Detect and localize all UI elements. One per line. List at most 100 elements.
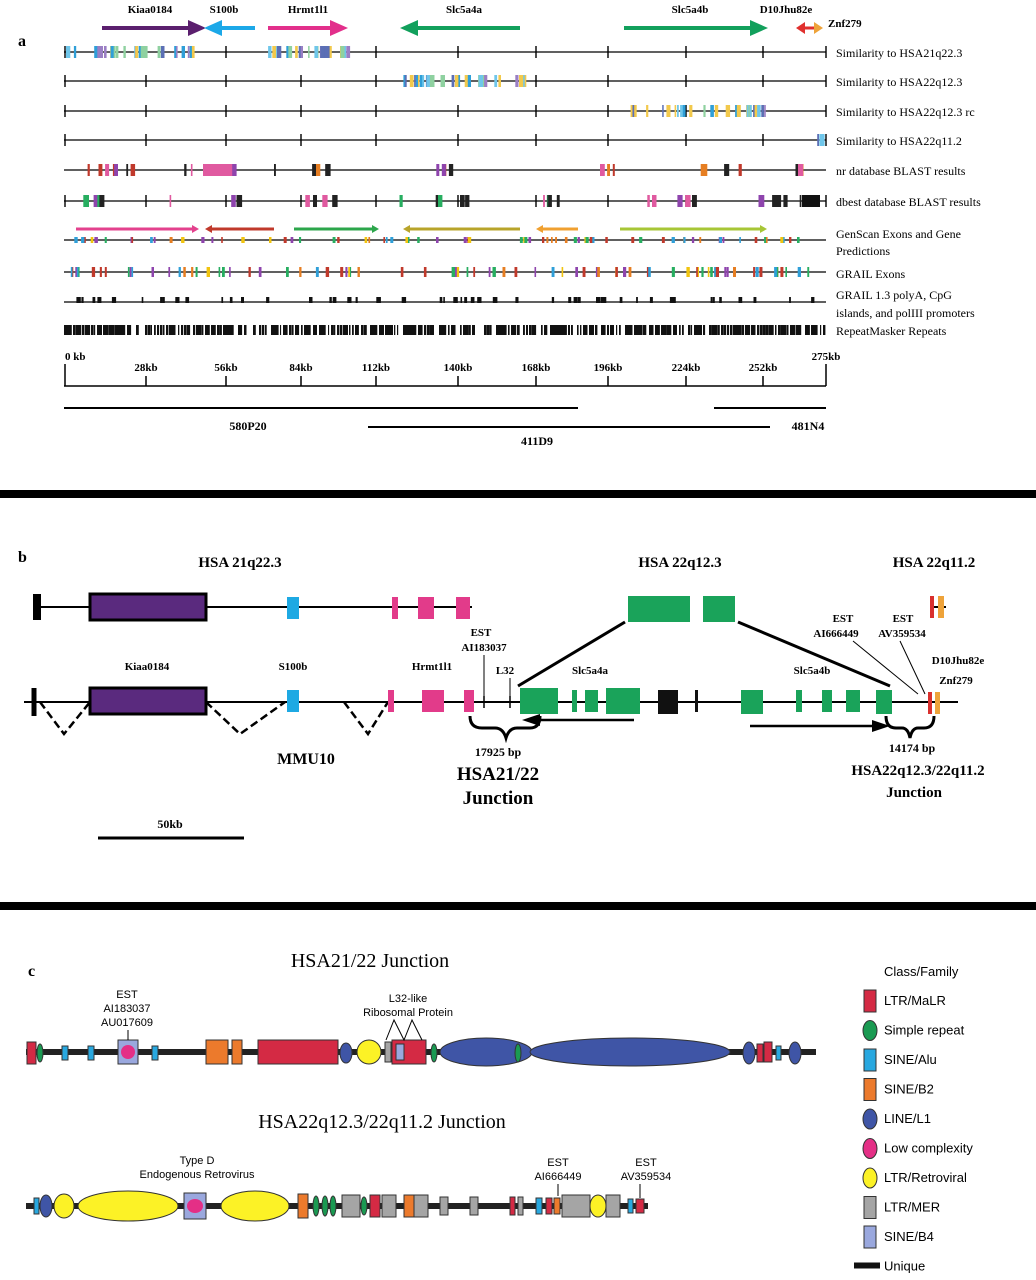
feature-mark xyxy=(464,75,468,87)
feature-mark xyxy=(600,297,605,303)
feature-mark xyxy=(316,164,321,176)
est-ai183037-label-1: EST xyxy=(471,627,492,639)
repeat-mark xyxy=(136,325,139,335)
junction1-brace xyxy=(468,715,542,744)
human-hrmt-exon-1 xyxy=(392,597,398,619)
repeat-mark xyxy=(298,325,300,335)
feature-mark xyxy=(471,297,475,303)
feature-mark xyxy=(126,164,129,176)
feature-mark xyxy=(241,237,245,243)
feature-mark xyxy=(347,297,352,303)
feature-mark xyxy=(436,164,440,176)
scale-label: 28kb xyxy=(134,362,157,374)
repeat-mark xyxy=(67,325,71,335)
feature-mark xyxy=(646,105,649,117)
track-label-repeatmasker: RepeatMasker Repeats xyxy=(836,324,947,338)
feature-mark xyxy=(368,237,371,243)
repeat-mark xyxy=(322,325,326,335)
feature-mark xyxy=(435,195,438,207)
j2-retroviral-2 xyxy=(77,1190,179,1222)
repeat-mark xyxy=(541,325,543,335)
feature-mark xyxy=(458,75,461,87)
feature-mark xyxy=(91,267,96,277)
gene-label-znf279: Znf279 xyxy=(828,18,862,30)
feature-mark xyxy=(305,195,310,207)
repeat-mark xyxy=(589,325,593,335)
feature-mark xyxy=(274,164,276,176)
panel-c: c HSA21/22 Junction HSA22q12.3/22q11.2 J… xyxy=(26,950,973,1274)
feature-mark xyxy=(150,237,153,243)
repeat-mark xyxy=(130,325,132,335)
feature-mark xyxy=(468,237,472,243)
repeat-mark xyxy=(220,325,222,335)
feature-mark xyxy=(710,297,713,303)
feature-mark xyxy=(585,237,589,243)
feature-mark xyxy=(515,297,519,303)
repeat-mark xyxy=(208,325,210,335)
feature-mark xyxy=(465,195,470,207)
feature-mark xyxy=(272,46,277,58)
region-hsa22q11: HSA 22q11.2 xyxy=(893,555,976,571)
repeat-mark xyxy=(265,325,267,335)
feature-mark xyxy=(652,195,657,207)
feature-mark xyxy=(636,297,638,303)
track-labels: Similarity to HSA21q22.3 Similarity to H… xyxy=(836,46,981,338)
feature-mark xyxy=(70,267,73,277)
region-hsa22q12: HSA 22q12.3 xyxy=(638,555,721,571)
junction1-title-2: Junction xyxy=(463,788,534,809)
j1-alu-4 xyxy=(775,1045,782,1061)
repeat-mark xyxy=(487,325,490,335)
feature-mark xyxy=(94,46,98,58)
repeat-mark xyxy=(514,325,517,335)
panel-b: b HSA 21q22.3 HSA 22q12.3 HSA 22q11.2 xyxy=(18,549,985,840)
mouse-znf279-exon xyxy=(935,692,940,714)
feature-mark xyxy=(451,267,455,277)
j2-simple-4 xyxy=(360,1196,368,1216)
repeat-mark xyxy=(652,325,654,335)
scale-label: 275kb xyxy=(812,351,841,363)
feature-mark xyxy=(448,164,454,176)
repeat-mark xyxy=(763,325,766,335)
repeat-mark xyxy=(604,325,606,335)
feature-mark xyxy=(524,237,528,243)
repeat-mark xyxy=(655,325,659,335)
est-av359534-pointer xyxy=(899,640,926,695)
repeat-mark xyxy=(454,325,456,335)
feature-mark xyxy=(774,267,777,277)
feature-mark xyxy=(612,164,615,176)
feature-mark xyxy=(168,267,171,277)
feature-mark xyxy=(443,297,445,303)
repeat-mark xyxy=(748,325,751,335)
feature-mark xyxy=(98,164,103,176)
repeat-mark xyxy=(460,325,462,335)
feature-mark xyxy=(92,297,96,303)
repeat-mark xyxy=(667,325,671,335)
repeat-mark xyxy=(649,325,653,335)
repeat-mark xyxy=(121,325,125,335)
j2-mer-5 xyxy=(469,1196,479,1216)
feature-mark xyxy=(274,46,279,58)
repeat-mark xyxy=(232,325,234,335)
j2-ltr-malr-1 xyxy=(369,1194,381,1218)
feature-mark xyxy=(649,297,653,303)
repeat-mark xyxy=(334,325,336,335)
track-label-grail: GRAIL Exons xyxy=(836,267,906,281)
feature-mark xyxy=(151,267,154,277)
feature-mark xyxy=(340,46,345,58)
repeat-mark xyxy=(82,325,85,335)
repeat-mark xyxy=(124,325,126,335)
feature-mark xyxy=(201,237,205,243)
repeat-mark xyxy=(304,325,308,335)
feature-mark xyxy=(299,267,302,277)
mouse-hrmt-exon-3 xyxy=(464,690,474,712)
j1-ltr-malr-1 xyxy=(26,1041,37,1065)
region-hsa21q22: HSA 21q22.3 xyxy=(198,555,281,571)
feature-mark xyxy=(324,46,329,58)
feature-mark xyxy=(414,75,416,87)
feature-mark xyxy=(568,297,572,303)
repeat-mark xyxy=(85,325,89,335)
feature-mark xyxy=(782,237,785,243)
feature-mark xyxy=(680,105,683,117)
repeat-mark xyxy=(484,325,487,335)
